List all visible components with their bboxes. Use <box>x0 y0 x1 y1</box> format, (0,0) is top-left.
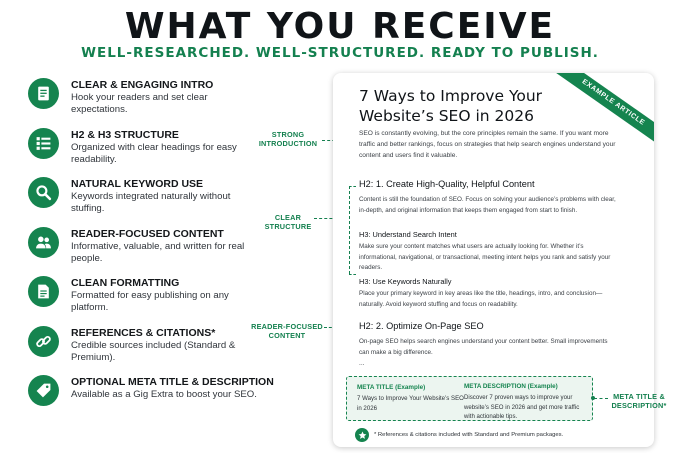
article-h3: H3: Use Keywords Naturally <box>359 277 452 286</box>
feature-item-references: REFERENCES & CITATIONS* Credible sources… <box>28 324 288 374</box>
structure-bracket-bottom <box>349 274 356 275</box>
meta-description-label: META DESCRIPTION (Example) <box>464 383 558 390</box>
feature-item-intro: CLEAR & ENGAGING INTRO Hook your readers… <box>28 76 288 126</box>
feature-desc: Available as a Gig Extra to boost your S… <box>71 389 257 400</box>
callout-intro: STRONG INTRODUCTION <box>258 130 318 148</box>
callout-connector <box>594 398 608 399</box>
structure-bracket-top <box>349 186 356 187</box>
meta-description-value: Discover 7 proven ways to improve your w… <box>464 394 580 420</box>
feature-desc: Hook your readers and set clear expectat… <box>71 92 208 115</box>
meta-title-label: META TITLE (Example) <box>357 384 426 391</box>
article-title: 7 Ways to Improve Your Website’s SEO in … <box>359 87 543 125</box>
feature-title: REFERENCES & CITATIONS* <box>71 326 216 339</box>
feature-title: H2 & H3 STRUCTURE <box>71 128 179 141</box>
example-article-card: EXAMPLE ARTICLE 7 Ways to Improve Your W… <box>333 73 654 447</box>
feature-item-reader: READER-FOCUSED CONTENT Informative, valu… <box>28 225 288 275</box>
document-icon <box>28 78 59 109</box>
star-icon <box>355 428 369 442</box>
meta-title-value: 7 Ways to Improve Your Website’s SEO in … <box>357 395 464 412</box>
list-icon <box>28 127 59 159</box>
callout-meta: META TITLE & DESCRIPTION* <box>611 392 667 410</box>
tag-icon <box>28 375 59 406</box>
article-h3: H3: Understand Search Intent <box>359 230 457 239</box>
article-h2: H2: 1. Create High-Quality, Helpful Cont… <box>359 179 535 189</box>
meta-example-box: META TITLE (Example) 7 Ways to Improve Y… <box>346 376 593 421</box>
page-title: WHAT YOU RECEIVE <box>124 6 556 47</box>
article-paragraph: Make sure your content matches what user… <box>359 243 611 272</box>
footnote: * References & citations included with S… <box>374 432 564 438</box>
article-paragraph: Content is still the foundation of SEO. … <box>359 196 616 214</box>
feature-desc: Organized with clear headings for easy r… <box>71 141 237 165</box>
page-icon <box>28 276 59 307</box>
callout-dot <box>591 396 595 400</box>
feature-list: CLEAR & ENGAGING INTRO Hook your readers… <box>28 76 288 423</box>
feature-item-keyword: NATURAL KEYWORD USE Keywords integrated … <box>28 175 288 225</box>
article-h2: H2: 2. Optimize On-Page SEO <box>359 321 484 331</box>
feature-desc: Credible sources included (Standard & Pr… <box>71 339 236 363</box>
feature-item-structure: H2 & H3 STRUCTURE Organized with clear h… <box>28 126 288 176</box>
feature-title: CLEAN FORMATTING <box>71 277 180 289</box>
feature-desc: Formatted for easy publishing on any pla… <box>71 290 229 313</box>
article-intro: SEO is constantly evolving, but the core… <box>359 130 616 159</box>
link-icon <box>28 325 59 357</box>
feature-title: OPTIONAL META TITLE & DESCRIPTION <box>71 376 274 388</box>
feature-title: CLEAR & ENGAGING INTRO <box>71 79 214 91</box>
article-ellipsis: ... <box>359 360 365 367</box>
feature-title: NATURAL KEYWORD USE <box>71 178 204 190</box>
feature-title: READER-FOCUSED CONTENT <box>71 227 224 240</box>
page-subtitle: WELL-RESEARCHED. WELL-STRUCTURED. READY … <box>81 45 599 61</box>
feature-desc: Informative, valuable, and written for r… <box>71 240 245 264</box>
users-icon <box>28 226 59 258</box>
callout-reader: READER-FOCUSED CONTENT <box>251 322 323 340</box>
feature-item-meta: OPTIONAL META TITLE & DESCRIPTION Availa… <box>28 373 288 423</box>
search-icon <box>28 177 59 208</box>
article-paragraph: On-page SEO helps search engines underst… <box>359 338 608 356</box>
structure-bracket <box>349 186 350 274</box>
feature-desc: Keywords integrated naturally without st… <box>71 191 231 214</box>
callout-structure: CLEAR STRUCTURE <box>264 213 312 231</box>
article-paragraph: Place your primary keyword in key areas … <box>359 290 603 308</box>
feature-item-formatting: CLEAN FORMATTING Formatted for easy publ… <box>28 274 288 324</box>
